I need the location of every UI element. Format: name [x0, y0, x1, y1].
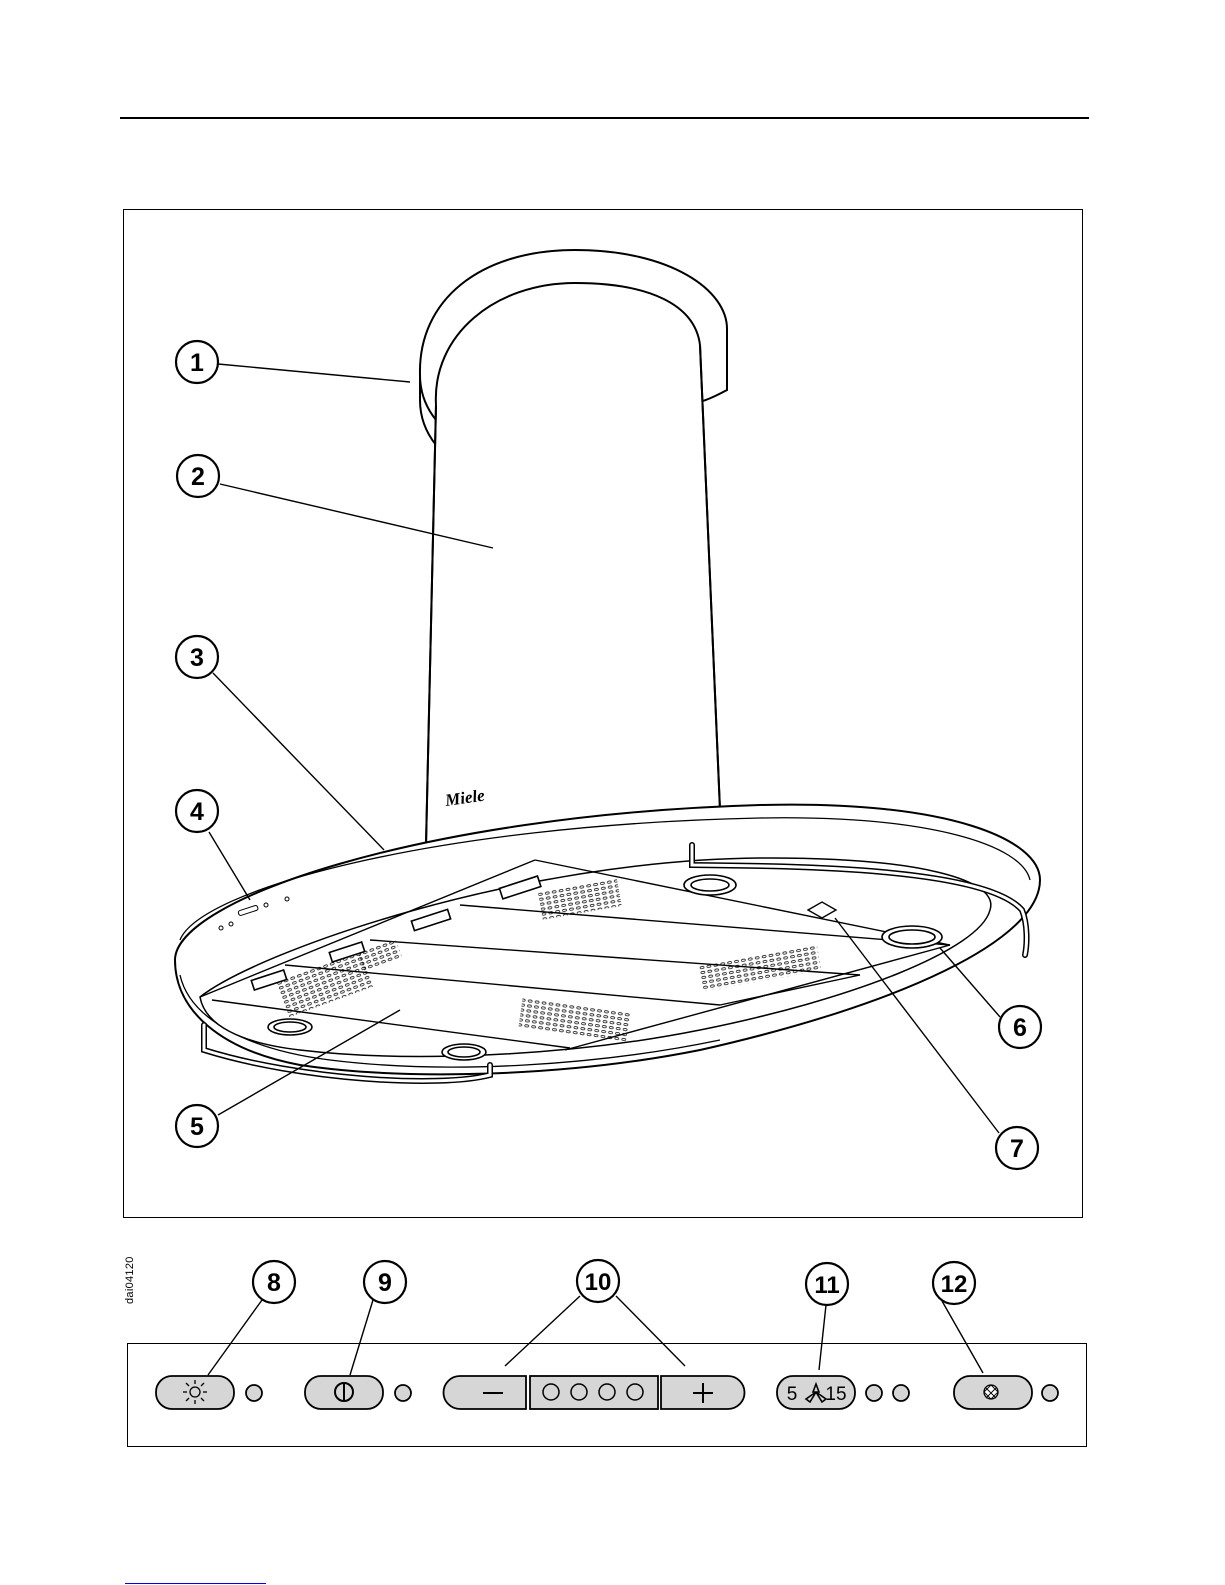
callout-2-label: 2: [191, 463, 205, 491]
callout-4-label: 4: [190, 798, 204, 826]
image-code: dai04120: [124, 1256, 136, 1304]
control-panel-frame: [127, 1343, 1087, 1447]
chimney-duct: [426, 345, 720, 845]
callout-11-label: 11: [814, 1272, 839, 1299]
callout-3-label: 3: [190, 644, 204, 672]
callout-8-label: 8: [267, 1269, 281, 1297]
callout-7-label: 7: [1010, 1135, 1024, 1163]
callout-1-label: 1: [190, 349, 204, 377]
callout-12-label: 12: [941, 1271, 968, 1298]
callout-9-label: 9: [378, 1269, 392, 1297]
callout-5-label: 5: [190, 1113, 204, 1141]
panel-callouts: [253, 1260, 975, 1305]
footer-link-rule: [125, 1583, 266, 1584]
callout-10-label: 10: [585, 1269, 612, 1296]
callout-6-label: 6: [1013, 1014, 1027, 1042]
